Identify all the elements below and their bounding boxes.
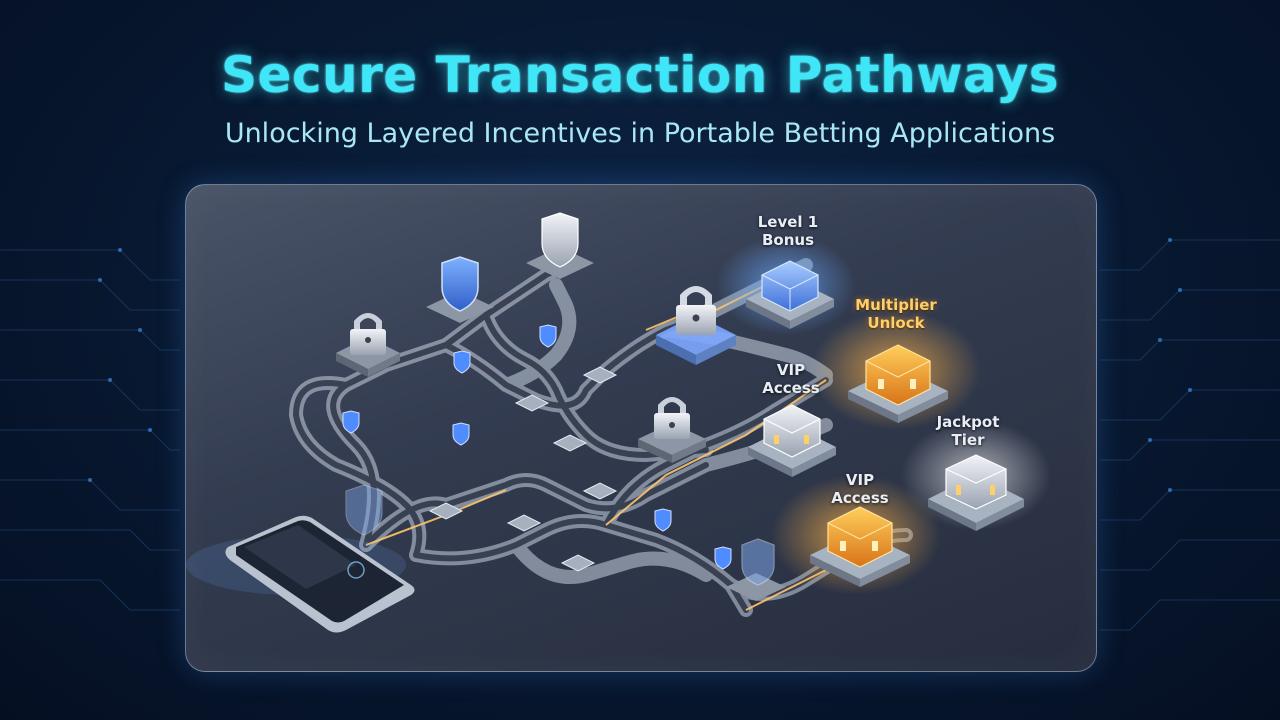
shield-icon	[726, 538, 786, 601]
shield-icon	[426, 256, 494, 323]
reward-chest-jackpot	[928, 454, 1024, 531]
padlock-icon	[336, 313, 400, 377]
reward-chest-vip-gold	[810, 506, 910, 587]
shield-icon	[345, 484, 383, 536]
shield-icon	[526, 212, 594, 279]
page-title: Secure Transaction Pathways	[220, 46, 1060, 104]
reward-label-level-1: Level 1 Bonus	[757, 213, 819, 249]
reward-label-vip-2: VIP Access	[831, 471, 889, 507]
reward-label-multiplier: Multiplier Unlock	[855, 296, 937, 332]
reward-label-jackpot: Jackpot Tier	[936, 413, 1000, 449]
padlock-icon	[638, 397, 706, 463]
shield-badge-icons	[342, 324, 732, 570]
diagram-panel: Level 1 Bonus Multiplier Unlock VIP Acce…	[185, 184, 1097, 672]
reward-chest-multiplier	[848, 344, 948, 423]
smartphone-icon	[186, 515, 415, 633]
reward-chest-level-1	[746, 260, 834, 329]
junction-nodes	[428, 366, 618, 572]
page-subtitle: Unlocking Layered Incentives in Portable…	[224, 118, 1056, 149]
reward-chest-vip-silver	[748, 404, 836, 477]
padlock-icon	[656, 286, 736, 365]
reward-label-vip-1: VIP Access	[762, 361, 820, 397]
pathway-diagram	[186, 212, 1051, 633]
